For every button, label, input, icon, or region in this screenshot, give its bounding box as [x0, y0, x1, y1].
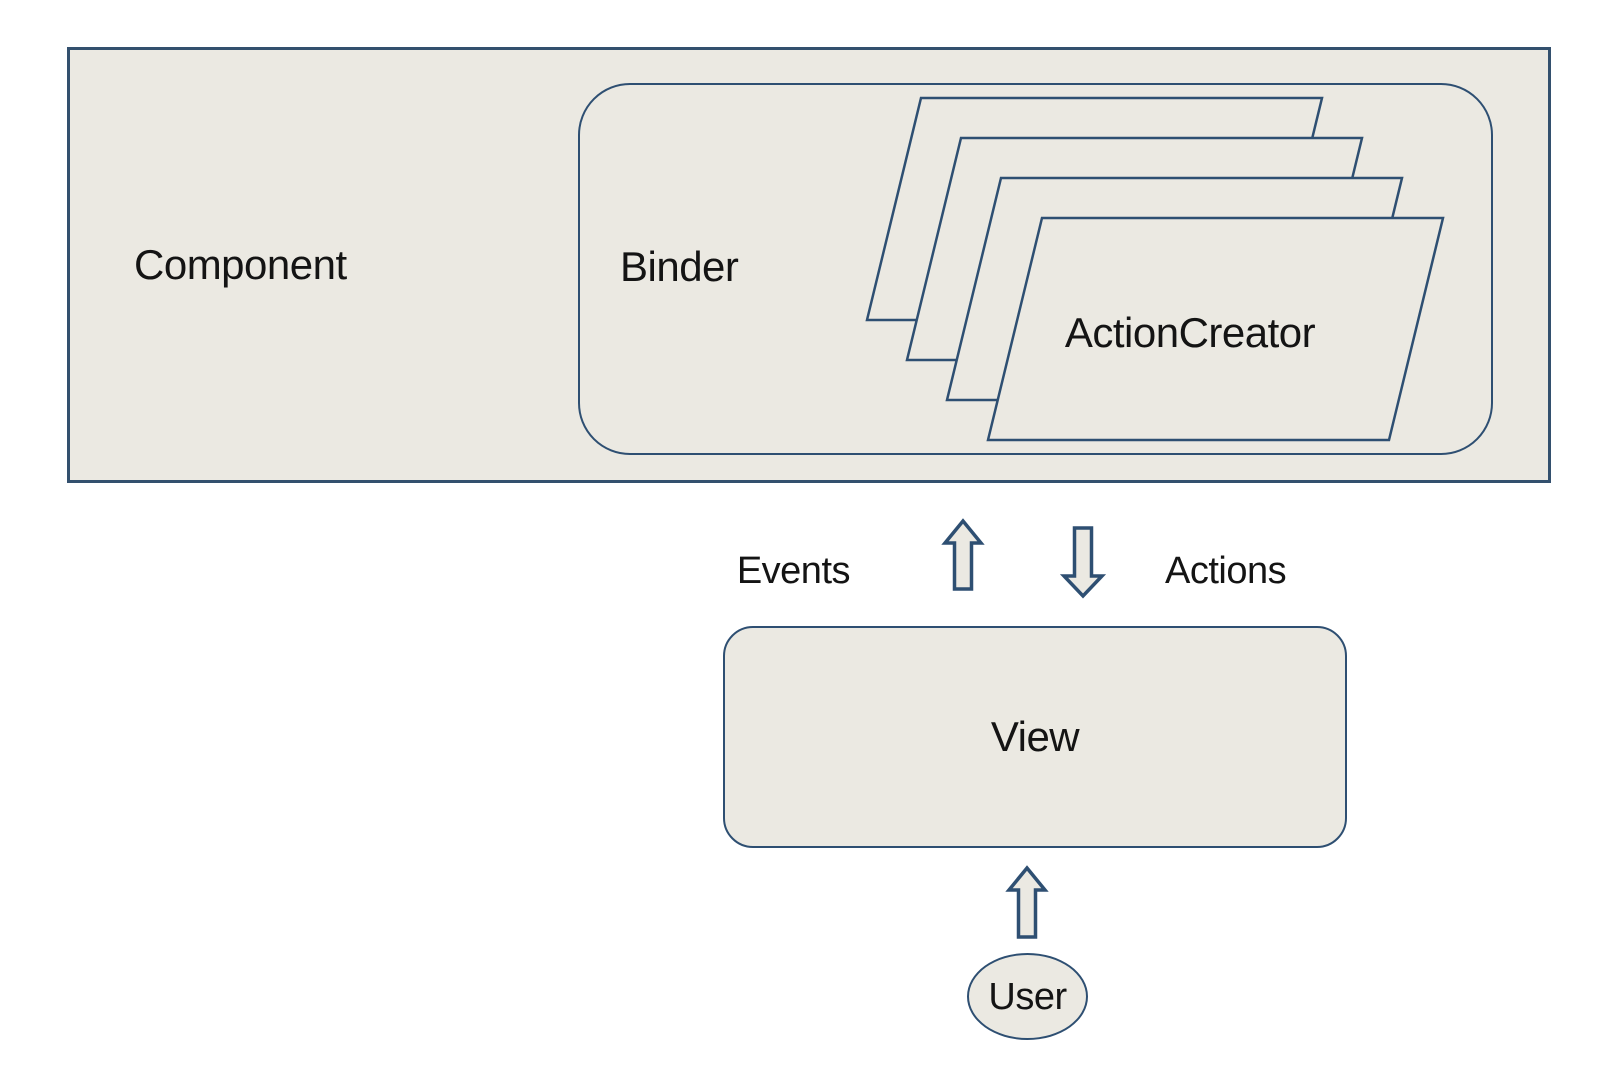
- events-up-arrow-icon: [941, 518, 985, 591]
- component-label: Component: [134, 241, 347, 288]
- events-label: Events: [736, 550, 851, 592]
- user-label: User: [988, 975, 1067, 1018]
- view-label: View: [990, 713, 1080, 760]
- action-creator-card-front: [986, 216, 1445, 442]
- user-up-arrow-icon: [1005, 865, 1049, 939]
- actions-down-arrow-icon: [1059, 526, 1107, 599]
- view-box: [723, 626, 1347, 848]
- actions-label: Actions: [1165, 550, 1287, 592]
- user-ellipse: [967, 953, 1088, 1040]
- action-creator-label: ActionCreator: [1064, 309, 1316, 356]
- binder-label: Binder: [620, 243, 739, 290]
